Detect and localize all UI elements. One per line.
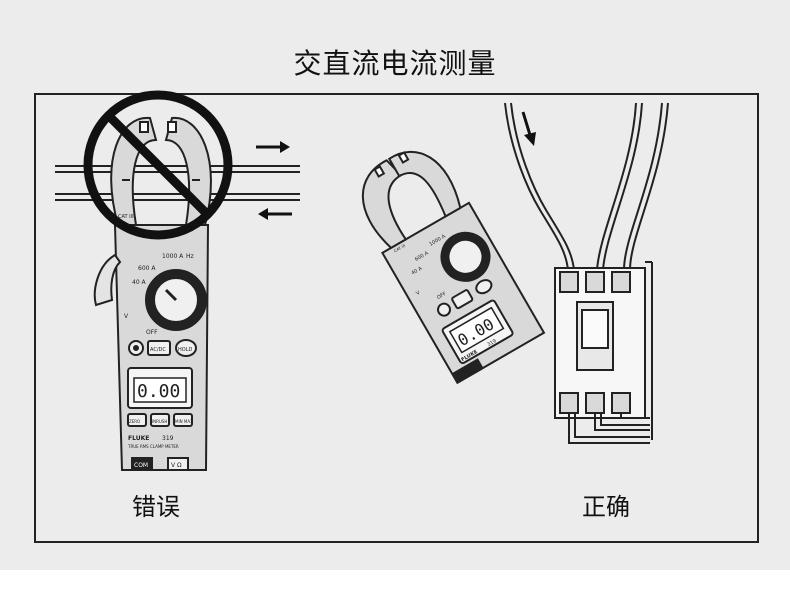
cables-bottom	[568, 413, 650, 444]
prohibited-icon	[83, 90, 233, 240]
arrow-right-icon	[256, 141, 290, 153]
minmax-button-label: MIN MAX	[175, 419, 193, 424]
arrow-left-icon	[258, 208, 292, 220]
clamp-jaws	[110, 116, 212, 226]
jack-com-label: COM	[134, 462, 148, 469]
acdc-button-label: AC/DC	[150, 347, 166, 353]
wrong-caption: 错误	[132, 493, 180, 521]
model-number-right: 319	[486, 338, 497, 348]
range-40a: 40 A	[132, 279, 147, 286]
wrong-usage-illustration: CAT III	[55, 90, 300, 471]
right-caption: 正确	[582, 493, 630, 521]
zero-button-label: ZERO	[129, 419, 140, 424]
cat-label: CAT III	[118, 214, 134, 220]
range-off: OFF	[146, 329, 158, 336]
meter-subtitle: TRUE RMS CLAMP METER	[127, 444, 179, 449]
range-40a-right: 40 A	[410, 265, 423, 276]
page-title: 交直流电流测量	[293, 47, 497, 80]
clamp-meter-correct: 1000 A 600 A 40 A V OFF 0.00 FLUKE 319 C…	[361, 150, 546, 385]
arrow-down-icon	[521, 111, 536, 146]
cables-top	[504, 102, 669, 271]
hold-button-label: HOLD	[178, 347, 192, 353]
range-1000a: 1000 A	[162, 253, 184, 260]
brand-logo: FLUKE	[128, 435, 149, 442]
model-number: 319	[162, 435, 174, 442]
range-v-right: V	[415, 290, 421, 297]
range-off-right: OFF	[436, 291, 447, 301]
inrush-button-label: INRUSH	[152, 419, 167, 424]
jack-v-label: V Ω	[171, 462, 182, 469]
clamp-meter-wrong	[93, 224, 210, 471]
lcd-reading: 0.00	[137, 381, 180, 402]
range-600a: 600 A	[138, 265, 156, 272]
correct-usage-illustration: 1000 A 600 A 40 A V OFF 0.00 FLUKE 319 C…	[361, 102, 669, 444]
range-hz: Hz	[186, 253, 194, 260]
cat-label-right: CAT III	[393, 243, 406, 254]
range-v: V	[124, 313, 129, 320]
